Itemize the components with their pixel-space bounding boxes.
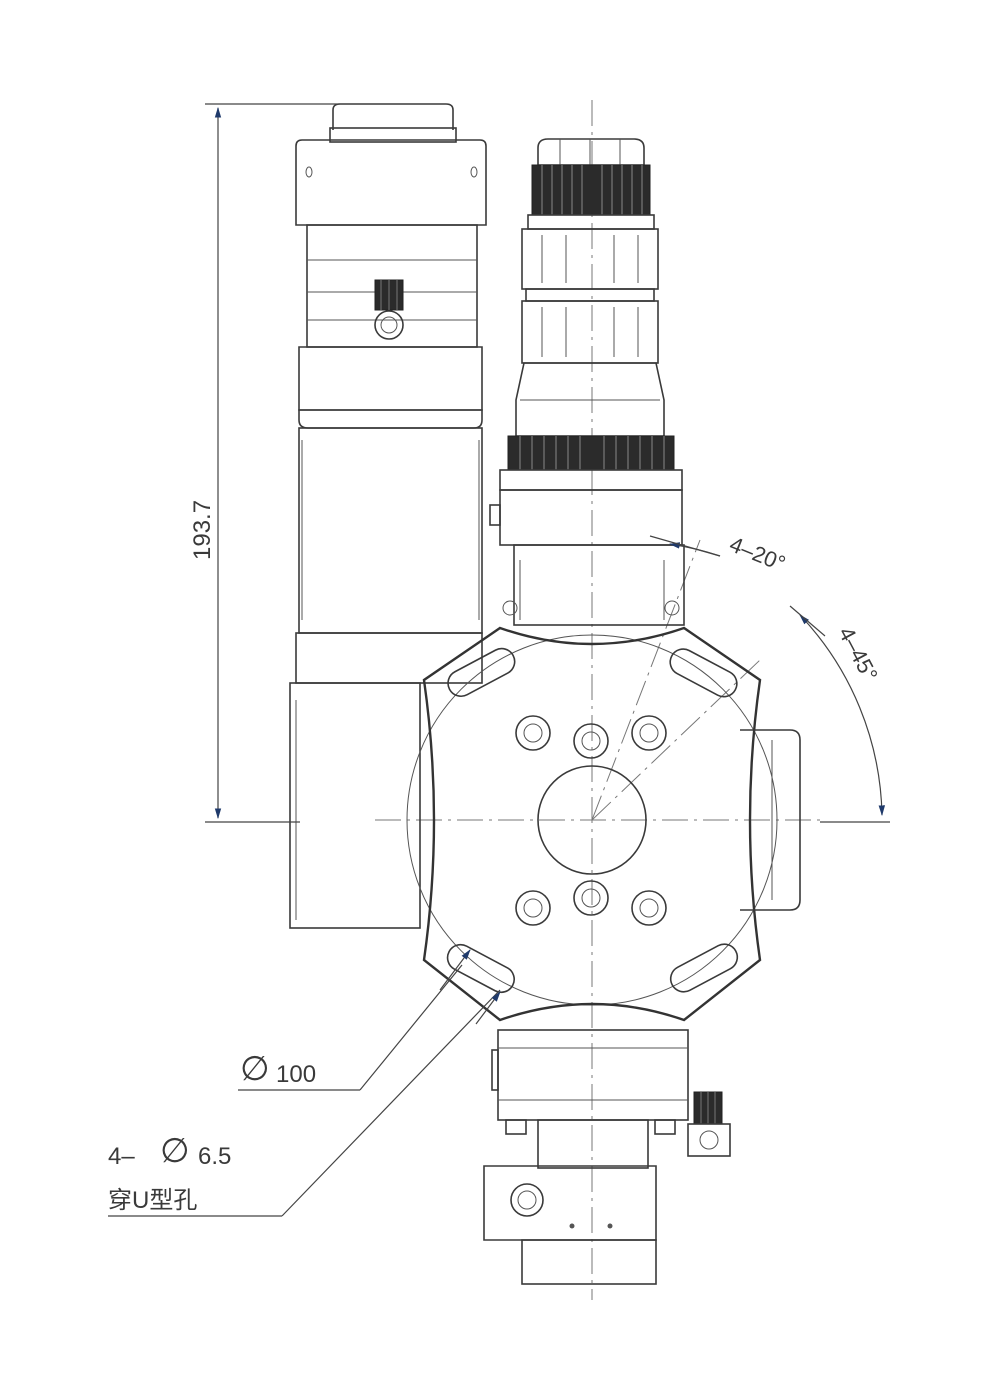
angle-45-label: 4–45° [834, 623, 883, 686]
u-slot-bottom-right [669, 943, 739, 993]
hole-type-note: 穿U型孔 [108, 1187, 197, 1214]
height-dimension-label: 193.7 [189, 500, 216, 560]
mounting-screw-holes [515, 715, 667, 926]
u-slot-top-right [669, 648, 738, 698]
hole-diameter-symbol: ∅ [160, 1132, 190, 1170]
hole-callout: 4– ∅ 6.5 穿U型孔 [108, 989, 501, 1217]
flange-plate [406, 626, 801, 1022]
lens-assembly [489, 138, 685, 626]
angle-20-label: 4–20° [726, 531, 789, 576]
hole-count-prefix: 4– [108, 1143, 135, 1170]
flange-diameter-callout: ∅ 100 [238, 949, 471, 1091]
height-dimension: 193.7 [189, 103, 340, 823]
bottom-mount [483, 1029, 731, 1285]
locking-ring-knurl-icon [507, 435, 675, 471]
left-camera-tube [289, 103, 487, 929]
u-slot-bottom-left [446, 943, 515, 994]
center-bore [537, 765, 647, 875]
flange-diameter-symbol: ∅ [240, 1050, 270, 1088]
flange-diameter-label: 100 [276, 1061, 316, 1088]
hole-diameter-label: 6.5 [198, 1143, 231, 1170]
u-slot-top-left [447, 647, 516, 698]
